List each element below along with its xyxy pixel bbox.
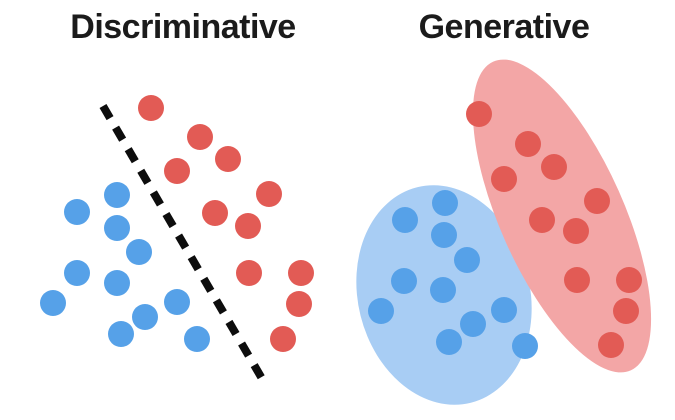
discriminative-red-data-point xyxy=(286,291,312,317)
discriminative-red-data-point xyxy=(270,326,296,352)
generative-blue-data-point xyxy=(430,277,456,303)
discriminative-blue-data-point xyxy=(104,182,130,208)
generative-red-data-point xyxy=(616,267,642,293)
discriminative-blue-data-point xyxy=(184,326,210,352)
discriminative-red-data-point xyxy=(215,146,241,172)
generative-blue-data-point xyxy=(454,247,480,273)
generative-blue-data-point xyxy=(368,298,394,324)
discriminative-red-data-point xyxy=(164,158,190,184)
discriminative-red-data-point xyxy=(256,181,282,207)
discriminative-red-data-point xyxy=(187,124,213,150)
discriminative-blue-data-point xyxy=(64,260,90,286)
discriminative-red-data-point xyxy=(202,200,228,226)
generative-red-data-point xyxy=(598,332,624,358)
decision-boundary-line xyxy=(99,103,268,385)
generative-red-data-point xyxy=(613,298,639,324)
generative-blue-data-point xyxy=(460,311,486,337)
discriminative-blue-data-point xyxy=(132,304,158,330)
discriminative-red-data-point xyxy=(236,260,262,286)
generative-blue-data-point xyxy=(431,222,457,248)
generative-red-data-point xyxy=(584,188,610,214)
generative-blue-data-point xyxy=(392,207,418,233)
discriminative-blue-data-point xyxy=(104,215,130,241)
generative-red-data-point xyxy=(491,166,517,192)
generative-red-data-point xyxy=(466,101,492,127)
discriminative-red-data-point xyxy=(138,95,164,121)
discriminative-blue-data-point xyxy=(164,289,190,315)
generative-red-data-point xyxy=(541,154,567,180)
generative-blue-data-point xyxy=(391,268,417,294)
title-discriminative: Discriminative xyxy=(70,8,296,46)
discriminative-blue-data-point xyxy=(104,270,130,296)
discriminative-blue-data-point xyxy=(126,239,152,265)
discriminative-blue-data-point xyxy=(108,321,134,347)
generative-red-data-point xyxy=(515,131,541,157)
generative-red-data-point xyxy=(529,207,555,233)
discriminative-red-data-point xyxy=(288,260,314,286)
generative-red-data-point xyxy=(564,267,590,293)
generative-blue-data-point xyxy=(491,297,517,323)
discriminative-blue-data-point xyxy=(40,290,66,316)
generative-blue-data-point xyxy=(512,333,538,359)
generative-blue-data-point xyxy=(436,329,462,355)
generative-blue-data-point xyxy=(432,190,458,216)
generative-red-data-point xyxy=(563,218,589,244)
title-generative: Generative xyxy=(418,8,590,46)
discriminative-red-data-point xyxy=(235,213,261,239)
discriminative-blue-data-point xyxy=(64,199,90,225)
